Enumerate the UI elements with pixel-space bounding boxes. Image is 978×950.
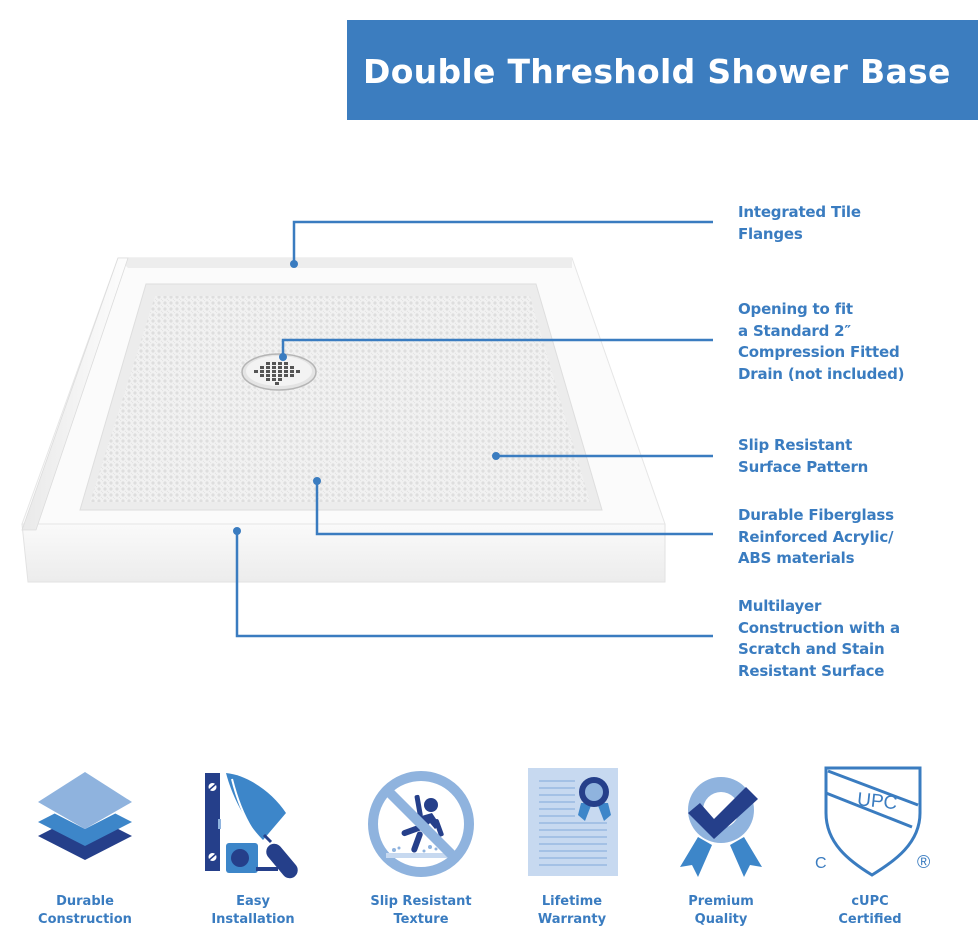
feature-caption-lifetime-warranty: Lifetime Warranty <box>537 894 607 927</box>
quality-badge-icon <box>680 777 762 877</box>
certificate-icon <box>528 768 618 876</box>
feature-caption-premium-quality: Premium Quality <box>688 894 754 927</box>
feature-caption-easy-installation: Easy Installation <box>211 894 295 927</box>
feature-lifetime-warranty <box>497 765 647 880</box>
callout-label-drain-opening: Opening to fit a Standard 2″ Compression… <box>738 300 905 383</box>
page-title: Double Threshold Shower Base <box>363 52 951 91</box>
callout-dots <box>233 260 500 535</box>
feature-cupc-certified: UPC C ® <box>795 765 945 880</box>
upc-text: UPC <box>856 789 898 814</box>
callout-line-tile-flanges <box>292 220 713 264</box>
callout-line-multilayer <box>235 531 713 638</box>
svg-text:®: ® <box>917 852 930 872</box>
callout-label-materials: Durable Fiberglass Reinforced Acrylic/ A… <box>738 506 894 567</box>
drain-cover <box>241 353 317 391</box>
feature-caption-slip-resistant-texture: Slip Resistant Texture <box>370 894 472 927</box>
feature-caption-cupc-certified: cUPC Certified <box>838 894 902 927</box>
callout-line-materials <box>315 481 713 536</box>
feature-slip-resistant-texture <box>346 765 496 880</box>
feature-caption-durable-construction: Durable Construction <box>38 894 132 927</box>
tools-icon <box>205 773 298 879</box>
feature-premium-quality <box>646 765 796 880</box>
svg-text:C: C <box>815 855 827 872</box>
callout-lines <box>235 220 713 638</box>
shower-base-illustration <box>21 220 713 638</box>
header-banner: Double Threshold Shower Base <box>347 20 978 120</box>
feature-easy-installation <box>178 765 328 880</box>
callout-label-tile-flanges: Integrated Tile Flanges <box>738 203 861 243</box>
upc-shield-icon: UPC C ® <box>815 766 930 877</box>
no-slip-icon <box>368 771 474 877</box>
callout-label-slip-surface: Slip Resistant Surface Pattern <box>738 436 869 476</box>
feature-durable-construction <box>10 765 160 880</box>
callout-line-drain <box>281 338 713 357</box>
layers-icon <box>38 772 132 860</box>
callout-label-multilayer: Multilayer Construction with a Scratch a… <box>738 597 900 680</box>
